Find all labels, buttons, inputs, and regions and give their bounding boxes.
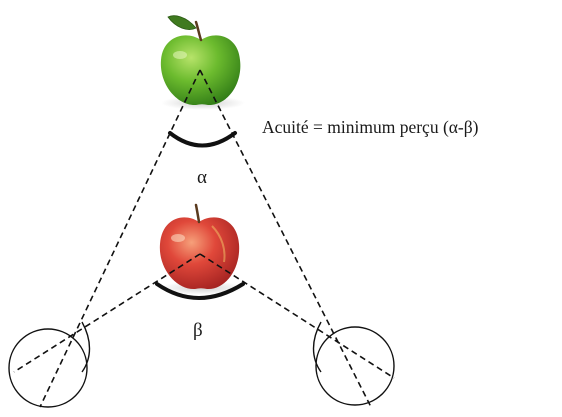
angle-label-alpha: α: [197, 167, 207, 188]
sight-line-near-left: [13, 253, 201, 373]
red-apple-icon: [159, 203, 244, 295]
sight-lines: [13, 69, 395, 408]
sight-line-far-right: [199, 69, 372, 408]
angle-arc-beta: [155, 282, 245, 300]
sight-line-near-right: [199, 253, 395, 379]
eye-icon: [312, 321, 395, 406]
green-apple-icon: [160, 15, 245, 110]
eye-icon: [8, 321, 91, 408]
angle-arc-alpha: [168, 131, 237, 148]
formula-label: Acuité = minimum perçu (α-β): [262, 117, 479, 137]
sight-line-far-left: [39, 69, 201, 408]
angle-label-beta: β: [193, 320, 203, 341]
